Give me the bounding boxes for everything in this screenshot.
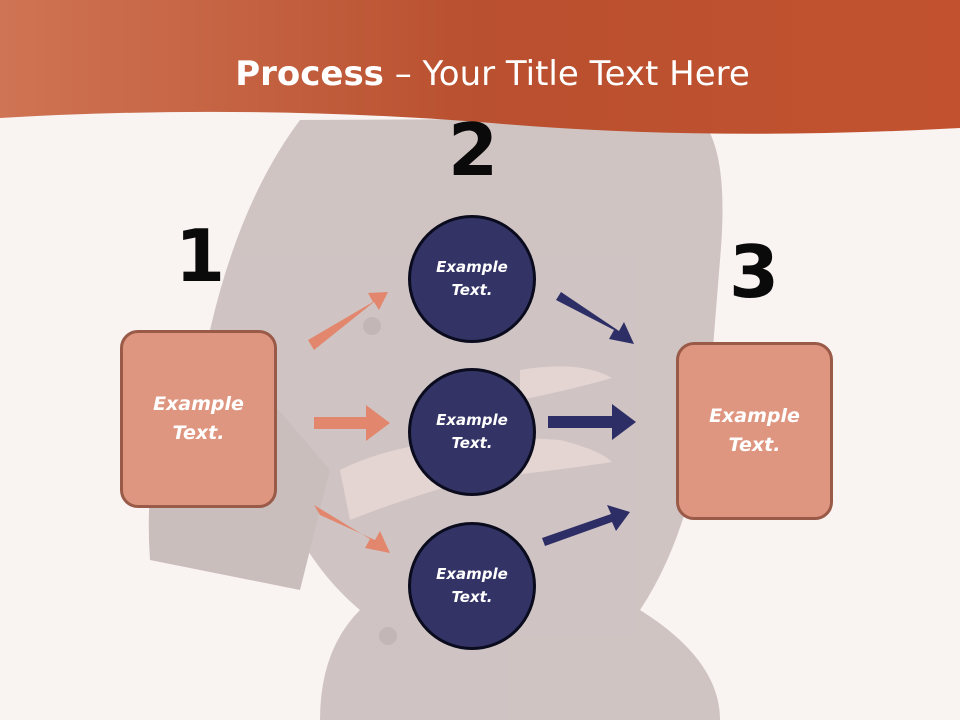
arrow-to-circle-2: [314, 405, 390, 441]
input-box: Example Text.: [120, 330, 277, 508]
outgoing-arrows: [542, 292, 636, 546]
arrow-from-circle-3: [542, 505, 630, 546]
process-circle-2-label: Example Text.: [436, 411, 508, 452]
process-circle-3-label: Example Text.: [436, 565, 508, 606]
title-bold: Process: [235, 54, 384, 94]
process-circle-1: Example Text.: [408, 215, 536, 343]
output-box: Example Text.: [676, 342, 833, 520]
process-circle-1-label: Example Text.: [436, 258, 508, 299]
header-wave: [0, 0, 960, 134]
arrow-from-circle-2: [548, 404, 636, 440]
step-number-3: 3: [728, 230, 780, 314]
incoming-arrows: [308, 292, 390, 553]
arrow-to-circle-3: [314, 505, 390, 553]
arrow-from-circle-1: [556, 292, 634, 344]
process-circle-2: Example Text.: [408, 368, 536, 496]
output-box-label: Example Text.: [709, 405, 800, 456]
step-number-1: 1: [174, 214, 226, 298]
slide-title: Process – Your Title Text Here: [0, 52, 960, 96]
input-box-label: Example Text.: [153, 393, 244, 444]
step-number-2: 2: [447, 108, 499, 192]
arrow-to-circle-1: [308, 292, 388, 350]
title-rest: – Your Title Text Here: [383, 54, 750, 94]
process-circle-3: Example Text.: [408, 522, 536, 650]
